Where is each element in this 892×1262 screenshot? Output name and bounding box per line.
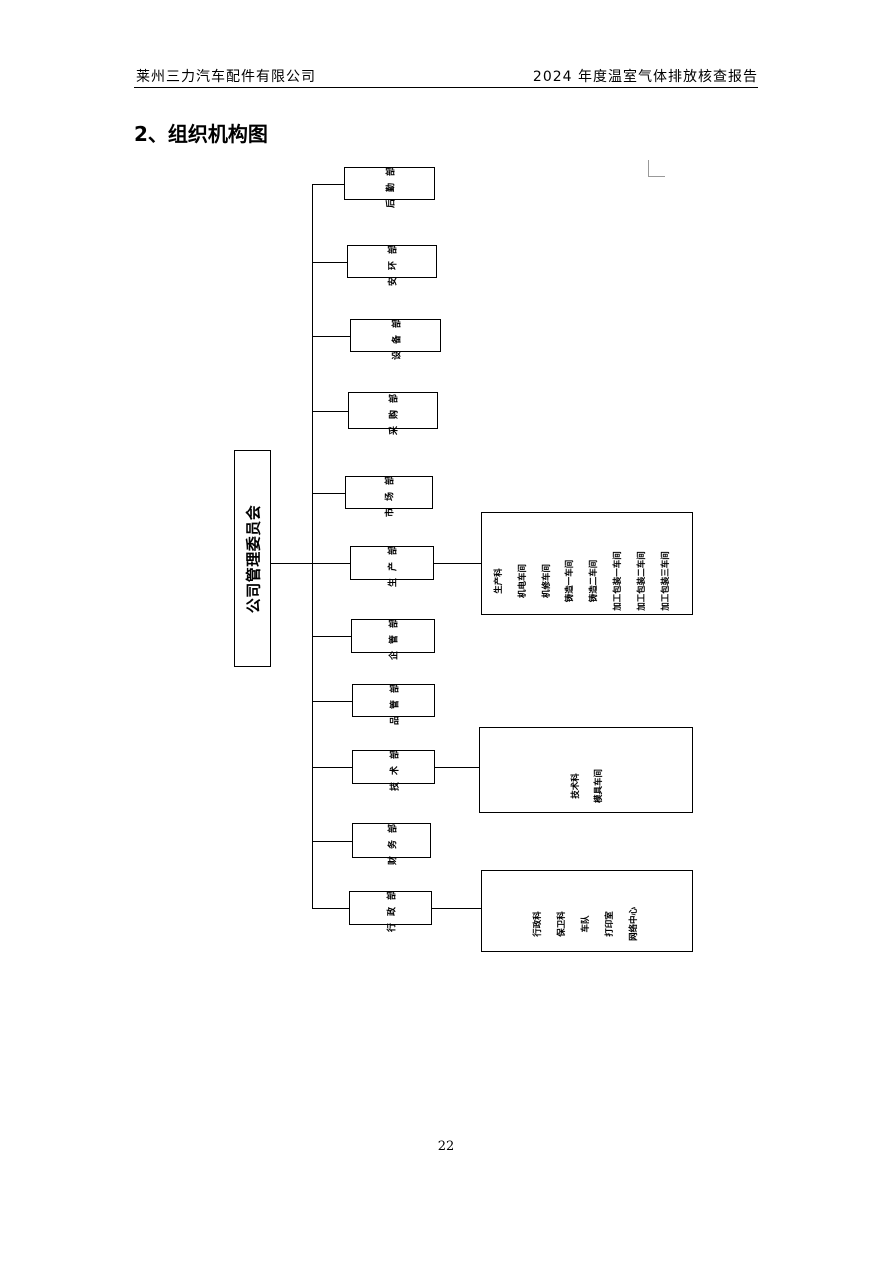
sub-unit-label: 铸造一车间 [565,559,576,603]
dept-connector-line [312,636,351,638]
dept-label: 市场部 [385,468,396,517]
dept-connector-line [312,767,352,769]
dept-connector-line [312,840,352,842]
sub-unit-label: 保卫科 [557,911,567,937]
board-box: 公司管理委员会 [234,450,271,667]
sub-unit-label: 行政科 [533,911,543,937]
dept-connector-line [312,700,352,702]
dept-label: 行政部 [387,883,397,933]
dept-label: 采购部 [389,386,400,435]
dept-box: 市场部 [345,468,433,517]
dept-connector-line [312,908,349,910]
sub-group-connector-line [435,767,479,769]
sub-unit-label: 机修车间 [541,563,552,599]
sub-unit-label: 加工包装三车间 [660,551,671,611]
dept-label: 技术部 [390,742,400,792]
dept-label: 生产部 [388,538,399,588]
sub-unit-label: 加工包装二车间 [636,551,647,611]
board-connector-line [271,563,312,565]
page-number: 22 [437,1139,455,1154]
header-report-title: 2024 年度温室气体排放核查报告 [532,69,758,85]
dept-label: 财务部 [388,816,398,865]
header-company: 莱州三力汽车配件有限公司 [136,69,316,85]
dept-connector-line [312,410,348,412]
dept-box: 财务部 [352,816,431,865]
sub-unit-label: 生产科 [494,568,504,594]
sub-unit-group-box [481,870,693,952]
sub-unit-label: 铸造二车间 [589,559,600,603]
dept-label: 企管部 [389,611,400,661]
sub-unit-label: 打印室 [605,911,615,937]
sub-unit-label: 车队 [581,915,591,933]
dept-box: 技术部 [352,743,435,791]
dept-box: 生产部 [350,539,434,587]
sub-group-connector-line [434,563,481,565]
dept-connector-line [312,183,344,185]
dept-connector-line [312,335,350,337]
dept-box: 行政部 [349,884,432,932]
sub-unit-group-box [481,512,693,615]
dept-box: 后勤部 [344,159,435,208]
dept-label: 品管部 [390,676,400,725]
org-spine-line [312,183,314,908]
dept-box: 设备部 [350,311,441,360]
sub-unit-group-box [479,727,693,813]
sub-group-connector-line [432,908,481,910]
dept-label: 设备部 [392,311,402,360]
dept-box: 采购部 [348,386,438,435]
dept-box: 品管部 [352,676,435,725]
dept-box: 企管部 [351,612,435,660]
sub-unit-label: 加工包装一车间 [613,551,623,611]
sub-unit-label: 机电车间 [517,563,528,599]
dept-box: 安环部 [347,237,437,286]
sub-unit-label: 技术科 [571,773,581,799]
header-divider [134,87,758,88]
dept-label: 安环部 [388,237,399,286]
dept-connector-line [312,492,345,494]
dept-label: 后勤部 [386,159,396,208]
dept-connector-line [312,563,350,565]
corner-mark [648,160,665,177]
section-title: 2、组织机构图 [134,122,268,146]
dept-connector-line [312,261,347,263]
board-label: 公司管理委员会 [244,504,262,613]
sub-unit-label: 模具车间 [594,768,604,804]
sub-unit-label: 网络中心 [629,906,639,942]
